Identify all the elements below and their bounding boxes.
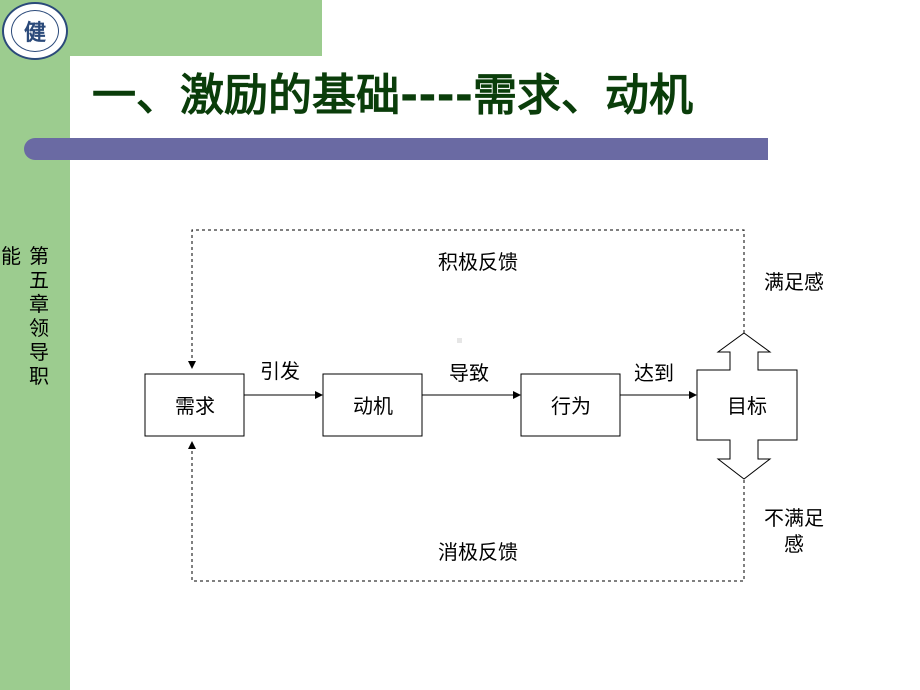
chapter-side-text-cut: 能: [1, 244, 21, 268]
positive-feedback-loop: [188, 229, 745, 369]
satisfied-label: 满足感: [764, 270, 824, 294]
page-title: 一、激励的基础----需求、动机: [92, 70, 694, 121]
positive-feedback-label: 积极反馈: [438, 250, 518, 274]
title-underline-bar: [24, 138, 768, 160]
node-behavior-label: 行为: [551, 394, 591, 418]
edge-label-achieve: 达到: [634, 361, 674, 385]
logo-mark: 健: [23, 21, 46, 46]
negative-feedback-loop: [188, 441, 745, 582]
node-motive-box: [322, 373, 423, 437]
node-need-label: 需求: [175, 394, 215, 418]
logo-inner-ring: 健: [11, 10, 59, 52]
university-logo: 健: [2, 2, 68, 60]
node-goal-shape: [696, 332, 798, 480]
left-sidebar: [0, 0, 70, 690]
unsatisfied-label-line1: 不满足: [764, 506, 824, 530]
node-need-box: [144, 373, 245, 437]
edge-label-lead-to: 导致: [449, 361, 489, 385]
edge-label-trigger: 引发: [260, 359, 300, 383]
unsatisfied-label-line2: 感: [784, 532, 804, 556]
node-behavior-box: [520, 373, 621, 437]
node-goal-label: 目标: [727, 394, 767, 418]
negative-feedback-label: 消极反馈: [438, 540, 518, 564]
node-motive-label: 动机: [353, 394, 393, 418]
center-dot: [457, 338, 462, 343]
